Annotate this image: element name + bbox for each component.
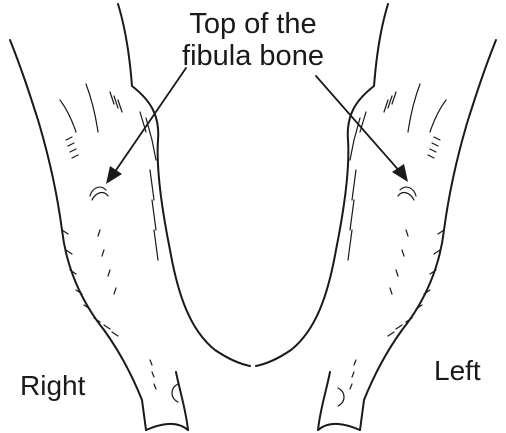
annotation-line-1: Top of the	[0, 10, 506, 39]
annotation-line-2: fibula bone	[0, 42, 506, 71]
arrow-to-left-fibula	[316, 76, 402, 174]
left-leg-label: Left	[434, 357, 481, 385]
left-leg-shading	[338, 84, 446, 406]
right-leg-label: Right	[20, 372, 85, 400]
arrow-to-right-fibula	[112, 68, 186, 176]
arrow-head-right	[106, 166, 122, 184]
